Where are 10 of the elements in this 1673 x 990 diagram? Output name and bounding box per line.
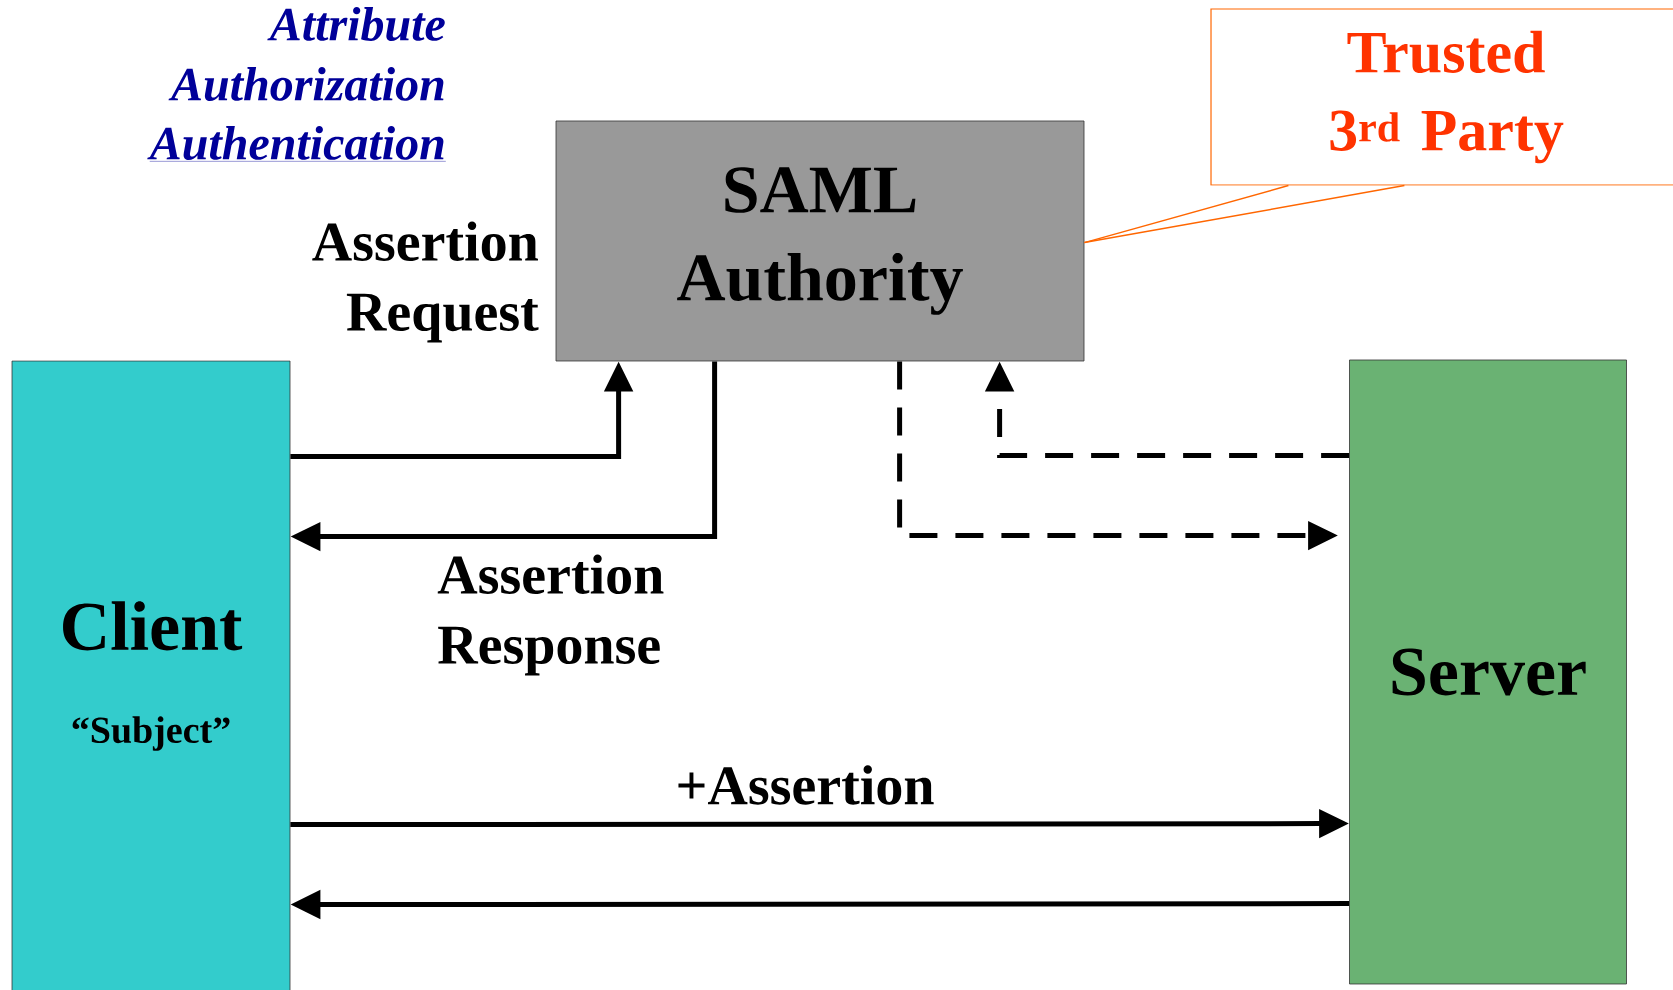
edge-label: +Assertion (678, 765, 934, 805)
heading-text: Authentication (147, 126, 446, 162)
edge-label: Assertion Response (437, 554, 664, 676)
process-box: Client “Subject” (11, 360, 291, 990)
heading-text: Attribute (267, 7, 445, 41)
callout-box: Trusted 3$^{rd}$ Party (1210, 8, 1673, 186)
heading-text: Authorization (168, 67, 444, 101)
edge-label: Assertion Request (312, 221, 539, 343)
process-box: SAML Authority (555, 120, 1085, 362)
process-box: Server (1349, 359, 1627, 985)
